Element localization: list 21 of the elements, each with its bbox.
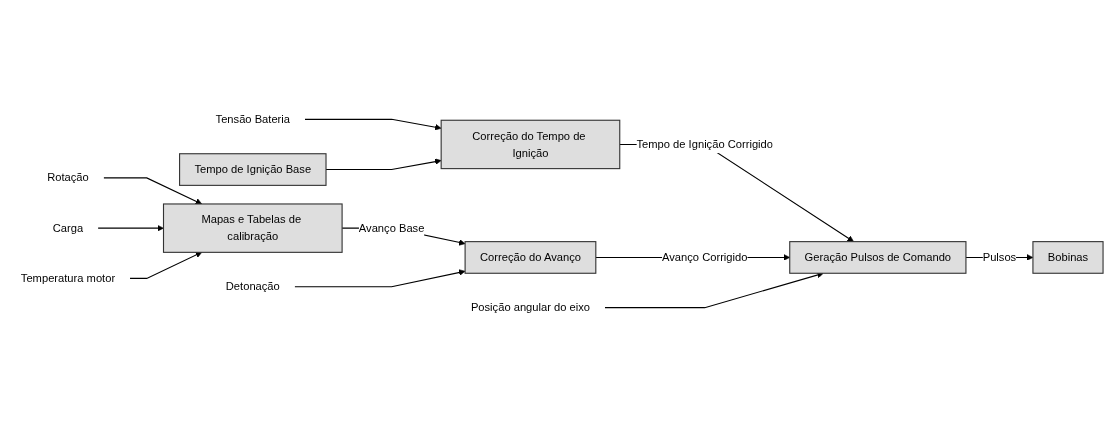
node-box: Geração Pulsos de Comando [789, 241, 967, 274]
node-text: Tensão Bateria [215, 112, 291, 126]
edge-label: Avanço Base [358, 221, 425, 234]
arrow [304, 118, 442, 131]
arrow [294, 269, 466, 288]
node-text: Rotação [47, 171, 89, 184]
arrow [97, 224, 164, 232]
node-box: Correção do Avanço [464, 241, 597, 274]
node-box: Bobinas [1032, 241, 1104, 274]
edge-label: Pulsos [982, 250, 1017, 264]
edge-label: Avanço Corrigido [662, 250, 748, 264]
arrow [103, 177, 203, 205]
node-text: Posição angular do eixo [470, 300, 591, 314]
arrow [129, 251, 203, 279]
node-box: Tempo de Ignição Base [179, 153, 327, 186]
node-text: Temperatura motor [20, 271, 116, 285]
node-text: Carga [52, 221, 84, 234]
node-text: Detonação [225, 279, 280, 293]
edge-label: Tempo de Ignição Corrigido [636, 137, 773, 151]
node-box: Correção do Tempo de Ignição [440, 119, 621, 170]
node-box: Mapas e Tabelas de calibração [162, 203, 343, 253]
